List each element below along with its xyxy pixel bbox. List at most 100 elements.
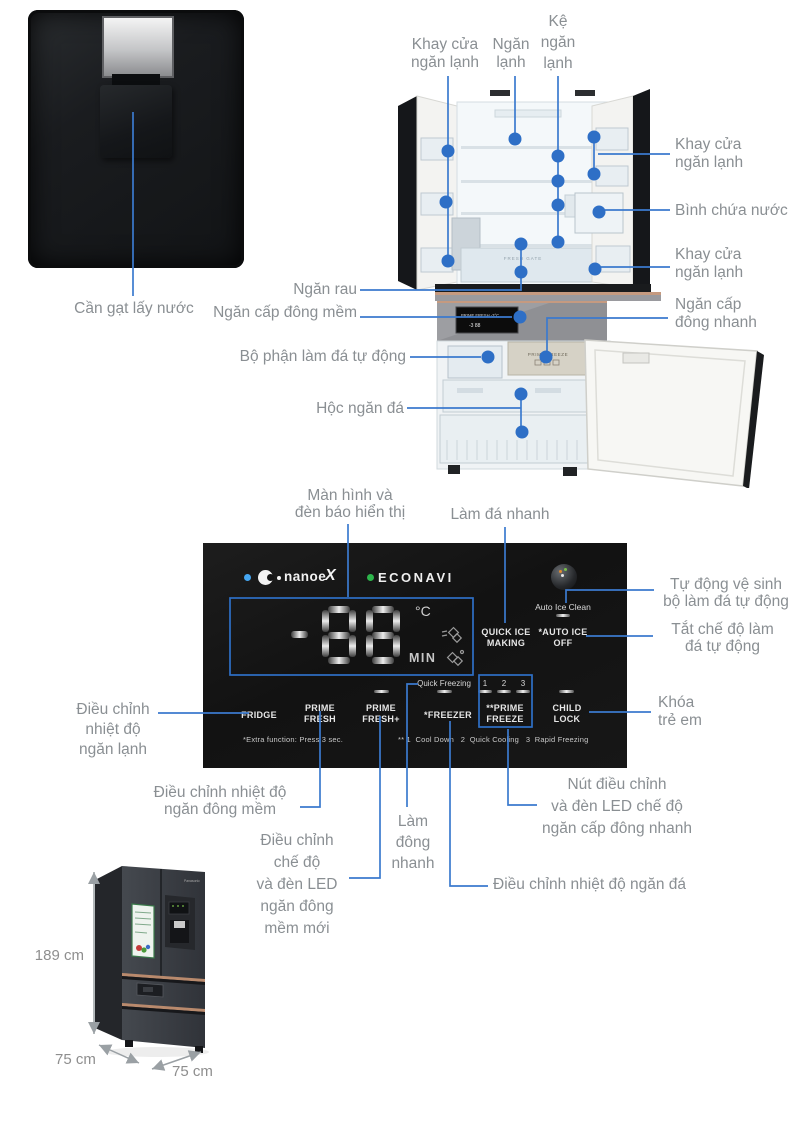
fridge-side-face (95, 866, 122, 1040)
depth-arrow (98, 1044, 140, 1064)
label-ice-box: Hộc ngăn đá (316, 400, 404, 417)
right-door-bin (595, 165, 629, 187)
level-1-indicator (478, 690, 492, 693)
label-prime-freeze-btn: Nút điều chỉnh và đèn LED chế độ ngăn cấ… (542, 776, 692, 837)
auto-ice-clean-icon (551, 564, 577, 590)
dispenser-chrome-plate (102, 16, 174, 78)
quick-freezing-label: Quick Freezing (417, 679, 471, 688)
fresh-gate-text: FRESH GATE (504, 256, 542, 261)
temp-display-digit (366, 606, 400, 664)
footnote-modes: ** 1 Cool Down 2 Quick Cooling 3 Rapid F… (398, 735, 589, 744)
auto-ice-off-label: *AUTO ICE OFF (538, 627, 588, 648)
label-dispenser: Cần gạt lấy nước (74, 300, 194, 317)
label-child-lock: Khóa trẻ em (658, 694, 702, 729)
label-display-panel: Màn hình và đèn báo hiển thị (294, 487, 406, 521)
quick-ice-icon (441, 626, 463, 644)
quick-freezing-indicator (437, 690, 452, 693)
prime-freeze-button[interactable]: **PRIME FREEZE (486, 703, 524, 724)
led-lamp (494, 109, 562, 118)
econavi-wordmark: ECONAVI (378, 570, 454, 585)
fridge-button[interactable]: FRIDGE (241, 710, 277, 720)
fridge-front-face (122, 866, 205, 1048)
freezer-door-edge (743, 351, 764, 488)
label-soft-temp: Điều chỉnh nhiệt độ ngăn đông mềm (153, 784, 287, 818)
label-shelf: Kệ ngăn lạnh (540, 13, 576, 72)
hinge (490, 90, 510, 96)
econavi-indicator-dot (367, 574, 374, 581)
copper-trim (435, 292, 661, 295)
open-fridge-illustration: FRESH GATE PRIME FRESH -3°C -3 88 PRIME … (398, 89, 764, 488)
drawer-display-line1: PRIME FRESH -3°C (461, 313, 499, 318)
foot (448, 465, 460, 474)
minus-sign (291, 631, 308, 638)
label-quick-freeze-compartment: Ngăn cấp đông nhanh (675, 296, 757, 331)
label-water-tank: Bình chứa nước (675, 202, 788, 219)
left-door-bin (420, 137, 454, 161)
foot (563, 467, 577, 476)
prime-fresh-button[interactable]: PRIME FRESH (303, 703, 336, 724)
door-handle-recess (622, 352, 650, 364)
control-panel: nanoe X ECONAVI Auto Ice Clean (203, 543, 627, 768)
label-soft-freeze: Ngăn cấp đông mềm (213, 304, 357, 321)
level-3: 3 (520, 679, 526, 688)
label-ice-off: Tắt chế độ làm đá tự động (671, 621, 774, 655)
left-door-edge (398, 96, 417, 290)
child-lock-indicator (559, 690, 574, 693)
label-soft-mode: Điều chỉnh chế độ và đèn LED ngăn đông m… (256, 832, 338, 937)
nanoe-wordmark: nanoe (284, 569, 327, 584)
freezer-drawer-1 (442, 379, 602, 413)
prime-fresh-plus-indicator (374, 690, 389, 693)
left-door-bin (420, 192, 454, 216)
label-tray-right-bottom: Khay cửa ngăn lạnh (675, 246, 744, 281)
nanoe-logo-icon (258, 570, 273, 585)
min-label: MIN (409, 651, 437, 665)
prime-fresh-plus-button[interactable]: PRIME FRESH+ (362, 703, 400, 724)
dispenser-hinge (112, 74, 160, 86)
width-dimension: 75 cm (172, 1063, 213, 1080)
right-door-bin (595, 245, 631, 273)
level-3-indicator (516, 690, 530, 693)
label-veg-drawer: Ngăn rau (293, 281, 357, 298)
height-dimension: 189 cm (34, 947, 84, 964)
label-quick-freezing: Làm đông nhanh (391, 813, 435, 872)
child-lock-button[interactable]: CHILD LOCK (552, 703, 582, 724)
level-2-indicator (497, 690, 511, 693)
dispenser-paddle (100, 85, 172, 158)
left-door-bin (420, 247, 454, 273)
depth-dimension: 75 cm (55, 1051, 96, 1068)
drawer-display-line2: -3 88 (469, 323, 481, 329)
drawer-display (455, 306, 519, 334)
right-door-bin (595, 127, 629, 151)
wire-basket (446, 440, 578, 460)
level-2: 2 (501, 679, 507, 688)
label-fridge-temp: Điều chỉnh nhiệt độ ngăn lạnh (76, 701, 150, 758)
nanoe-logo-icon (277, 576, 281, 580)
temp-display-digit (322, 606, 356, 664)
level-1: 1 (482, 679, 488, 688)
auto-ice-clean-label: Auto Ice Clean (535, 602, 591, 612)
foot (195, 1046, 203, 1053)
nanoe-x: X (325, 567, 336, 584)
foot (125, 1040, 133, 1047)
label-cooler: Ngăn lạnh (492, 36, 530, 71)
prime-freeze-text: PRIME FREEZE (528, 352, 568, 357)
freezer-door-open (584, 339, 758, 487)
nanoe-indicator-dot (244, 574, 251, 581)
water-tank (574, 192, 624, 234)
label-quick-ice: Làm đá nhanh (450, 506, 550, 523)
freezer-button[interactable]: *FREEZER (424, 710, 472, 720)
quick-ice-making-label: QUICK ICE MAKING (481, 627, 531, 648)
label-tray-left: Khay cửa ngăn lạnh (410, 36, 480, 71)
auto-ice-clean-indicator (556, 614, 570, 617)
copper-trim (122, 973, 205, 982)
right-door-edge (633, 89, 650, 288)
label-tray-right-top: Khay cửa ngăn lạnh (675, 136, 744, 171)
ice-crystal-icon (446, 649, 465, 667)
brand-text: Panasonic (184, 879, 200, 883)
label-auto-ice-maker: Bộ phận làm đá tự động (239, 348, 406, 365)
celsius-label: °C (415, 603, 431, 619)
nanoe-logo-icon (267, 574, 274, 581)
door-sticker (131, 903, 155, 959)
hinge (575, 90, 595, 96)
footnote-extra: *Extra function: Press 3 sec. (243, 735, 344, 744)
